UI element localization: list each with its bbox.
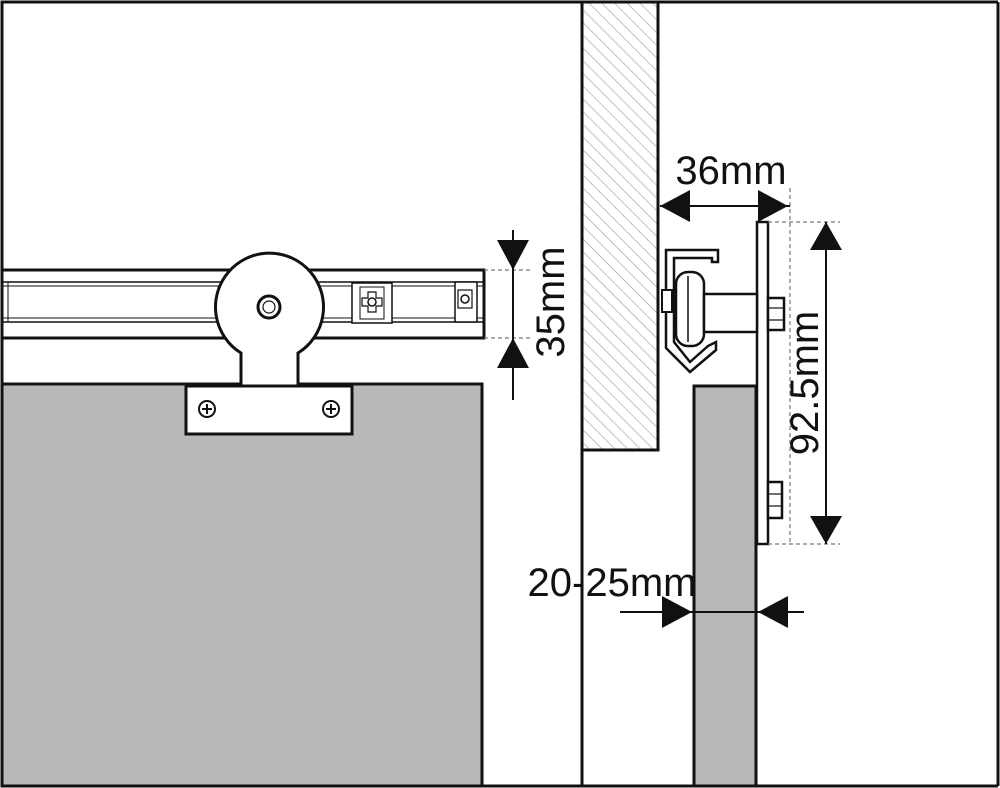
dimension-36mm: 36mm xyxy=(660,149,791,545)
dimension-20-25mm-label: 20-25mm xyxy=(528,561,697,605)
door-panel-front xyxy=(0,382,484,788)
dimension-36mm-label: 36mm xyxy=(675,149,786,193)
screw-icon xyxy=(322,400,340,418)
lower-bolt xyxy=(766,480,784,520)
door-section-side xyxy=(692,384,758,788)
roller-side xyxy=(661,270,706,348)
axle-side xyxy=(702,292,759,334)
dimension-20-25mm: 20-25mm xyxy=(528,561,804,628)
front-view: 35mm xyxy=(0,0,584,788)
rail-bracket xyxy=(351,282,393,324)
hanger-strap-side xyxy=(755,220,770,546)
dimension-92-5mm: 92.5mm xyxy=(768,221,842,545)
track-profile xyxy=(664,248,720,374)
wall-section xyxy=(580,0,660,452)
dimension-35mm-label: 35mm xyxy=(529,246,573,357)
dimension-35mm: 35mm xyxy=(484,230,573,400)
axle-nut xyxy=(766,296,786,332)
roller-axle xyxy=(256,294,282,320)
roller-hanger xyxy=(214,251,325,388)
screw-icon xyxy=(198,400,216,418)
dimension-92-5mm-label: 92.5mm xyxy=(783,311,827,456)
